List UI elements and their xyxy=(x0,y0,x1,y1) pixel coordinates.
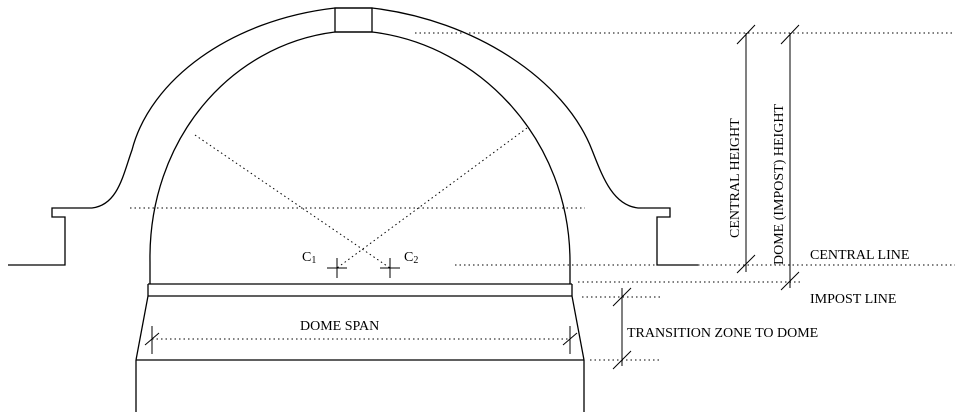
c1-label: C1 xyxy=(302,250,316,266)
dome-height-label: DOME (IMPOST) HEIGHT xyxy=(772,104,787,265)
oculus-block xyxy=(334,7,373,33)
transition-zone-label: TRANSITION ZONE TO DOME xyxy=(627,326,818,341)
center-mark-c2 xyxy=(380,258,400,278)
outer-dome-outline xyxy=(8,7,698,266)
impost-line-label: IMPOST LINE xyxy=(810,292,896,307)
center-mark-c1 xyxy=(327,258,347,278)
dome-span-label: DOME SPAN xyxy=(300,319,379,334)
inner-dome-outline xyxy=(149,31,571,284)
central-height-label: CENTRAL HEIGHT xyxy=(728,118,743,238)
radius-line-c1 xyxy=(336,127,528,269)
c2-label: C2 xyxy=(404,250,418,266)
transition-left-wall xyxy=(135,295,149,361)
radius-line-c2 xyxy=(194,134,391,269)
central-line-label: CENTRAL LINE xyxy=(810,248,909,263)
transition-right-wall xyxy=(571,295,585,361)
